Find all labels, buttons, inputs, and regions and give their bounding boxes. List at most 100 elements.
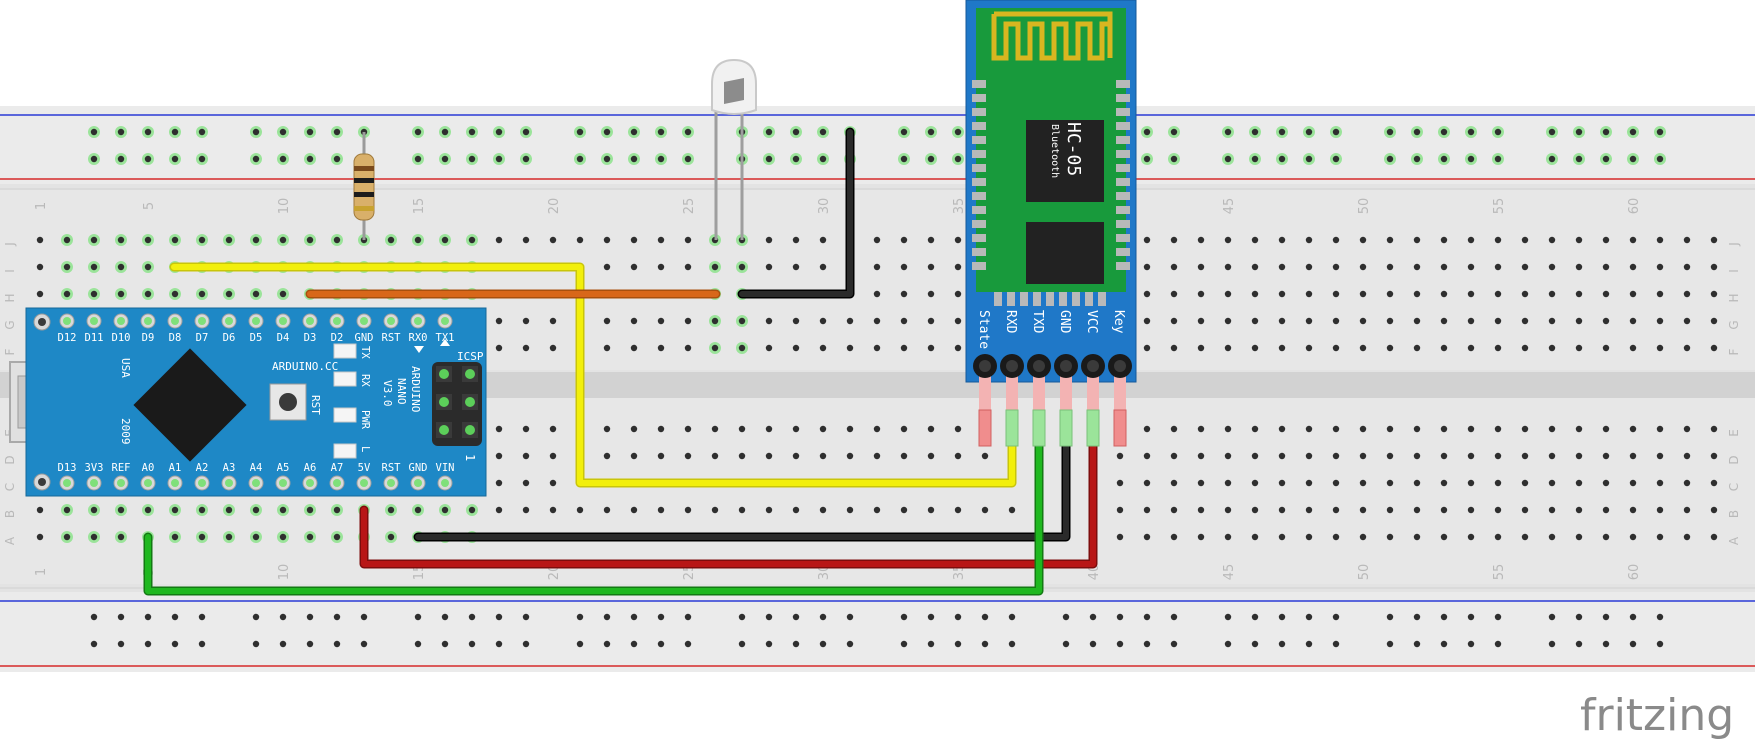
row-label-f-right: F <box>1727 348 1741 355</box>
column-label-1-top: 1 <box>34 202 49 210</box>
nano-pin-rst: RST <box>382 313 402 344</box>
nano-pin-a1-bottom: A1 <box>167 462 183 491</box>
nano-pin-label: TX1 <box>436 332 455 344</box>
nano-pin-label: A3 <box>223 462 236 474</box>
hc05-pin-gnd: GND <box>1054 310 1078 447</box>
column-label-5-top: 5 <box>142 202 157 210</box>
nano-pin-label: D3 <box>304 332 317 344</box>
arduino-name-line-1: ARDUINO <box>409 366 422 412</box>
arduino-site-label: ARDUINO.CC <box>272 360 338 373</box>
nano-pin-label: D6 <box>223 332 236 344</box>
icsp-pin <box>436 422 452 438</box>
icsp-label: ICSP <box>457 350 484 363</box>
bottom-power-rail <box>0 592 1755 672</box>
nano-pin-a3-bottom: A3 <box>221 462 237 491</box>
hc05-pin-label: RXD <box>1003 310 1018 334</box>
arduino-usa-label: USA <box>119 358 132 378</box>
nano-pin-d13-bottom: D13 <box>58 462 77 491</box>
nano-pin-label: RX0 <box>409 332 428 344</box>
nano-pin-rx0: RX0 <box>409 313 428 344</box>
hc05-pin-txd: TXD <box>1027 310 1051 447</box>
nano-pin-d7: D7 <box>194 313 210 344</box>
column-label-10-top: 10 <box>277 198 292 215</box>
row-label-j-right: J <box>1727 242 1741 247</box>
nano-pin-label: REF <box>112 462 131 474</box>
nano-pin-label: D7 <box>196 332 209 344</box>
icsp-pin <box>436 394 452 410</box>
wires <box>143 127 1098 596</box>
nano-pin-label: D9 <box>142 332 155 344</box>
fritzing-logo: fritzing <box>1580 690 1734 741</box>
column-label-60-top: 60 <box>1627 198 1642 215</box>
nano-pin-d8: D8 <box>167 313 183 344</box>
antenna-icon <box>991 11 1113 61</box>
hc05-flash-chip <box>1026 222 1104 284</box>
nano-led-rx: RX <box>333 371 371 387</box>
nano-pin-label: D11 <box>85 332 104 344</box>
top-power-rail <box>0 106 1755 184</box>
column-label-10-bottom: 10 <box>277 564 292 581</box>
row-label-b-left: B <box>3 510 17 518</box>
row-label-a-left: A <box>3 536 17 545</box>
icsp-pin-one-label: 1 <box>463 454 477 461</box>
nano-pin-label: A4 <box>250 462 263 474</box>
column-label-50-bottom: 50 <box>1357 564 1372 581</box>
nano-led-label: RX <box>359 374 371 387</box>
microcontroller-chip <box>133 348 247 462</box>
reset-button <box>269 383 307 421</box>
column-label-20-top: 20 <box>547 198 562 215</box>
row-label-c-left: C <box>3 483 17 491</box>
nano-pin-d11: D11 <box>85 313 104 344</box>
nano-pin-label: A7 <box>331 462 344 474</box>
row-label-h-left: H <box>3 293 17 302</box>
nano-led-tx: TX <box>333 343 371 359</box>
row-label-g-left: G <box>3 320 17 329</box>
column-label-45-top: 45 <box>1222 198 1237 215</box>
row-label-b-right: B <box>1727 510 1741 518</box>
nano-pin-label: D13 <box>58 462 77 474</box>
nano-pin-d3: D3 <box>302 313 318 344</box>
nano-led-label: TX <box>359 346 371 359</box>
arduino-year-label: 2009 <box>119 418 132 445</box>
resistor-icon <box>353 132 375 240</box>
column-label-35-top: 35 <box>952 198 967 215</box>
nano-pin-gnd: GND <box>355 313 374 344</box>
nano-pin-label: 3V3 <box>85 462 104 474</box>
row-label-j-left: J <box>3 242 17 247</box>
nano-led-pwr: PWR <box>333 407 371 430</box>
nano-pin-label: A6 <box>304 462 317 474</box>
icsp-pin <box>462 422 478 438</box>
arduino-name-line-2: NANO <box>395 378 408 405</box>
nano-pin-3v3-bottom: 3V3 <box>85 462 104 491</box>
nano-pin-label: RST <box>382 462 402 474</box>
nano-pin-a6-bottom: A6 <box>302 462 318 491</box>
icsp-pin <box>462 366 478 382</box>
nano-pin-gnd-bottom: GND <box>409 462 427 491</box>
hc05-title: HC-05 <box>1063 122 1084 176</box>
nano-pin-label: D10 <box>112 332 131 344</box>
hc05-pin-vcc: VCC <box>1081 310 1105 447</box>
nano-pin-a4-bottom: A4 <box>248 462 264 491</box>
nano-pin-label: A5 <box>277 462 290 474</box>
row-label-i-right: I <box>1727 269 1741 273</box>
nano-pin-label: A0 <box>142 462 155 474</box>
nano-pin-tx1: TX1 <box>436 313 455 344</box>
icsp-pin <box>436 366 452 382</box>
row-label-i-left: I <box>3 269 17 273</box>
row-label-f-left: F <box>3 348 17 355</box>
hc05-pin-label: VCC <box>1084 310 1099 333</box>
nano-pin-label: D12 <box>58 332 77 344</box>
hc05-pin-key: Key <box>1108 310 1132 447</box>
hc05-pin-rxd: RXD <box>1000 310 1024 447</box>
nano-pin-d2: D2 <box>329 313 345 344</box>
nano-pin-d10: D10 <box>112 313 131 344</box>
column-label-55-top: 55 <box>1492 198 1507 215</box>
nano-pin-a5-bottom: A5 <box>275 462 291 491</box>
nano-led-label: L <box>359 446 371 452</box>
nano-pin-ref-bottom: REF <box>112 462 131 491</box>
nano-pin-label: GND <box>355 332 374 344</box>
nano-pin-label: RST <box>382 332 402 344</box>
column-label-25-top: 25 <box>682 198 697 215</box>
nano-pin-label: D5 <box>250 332 263 344</box>
